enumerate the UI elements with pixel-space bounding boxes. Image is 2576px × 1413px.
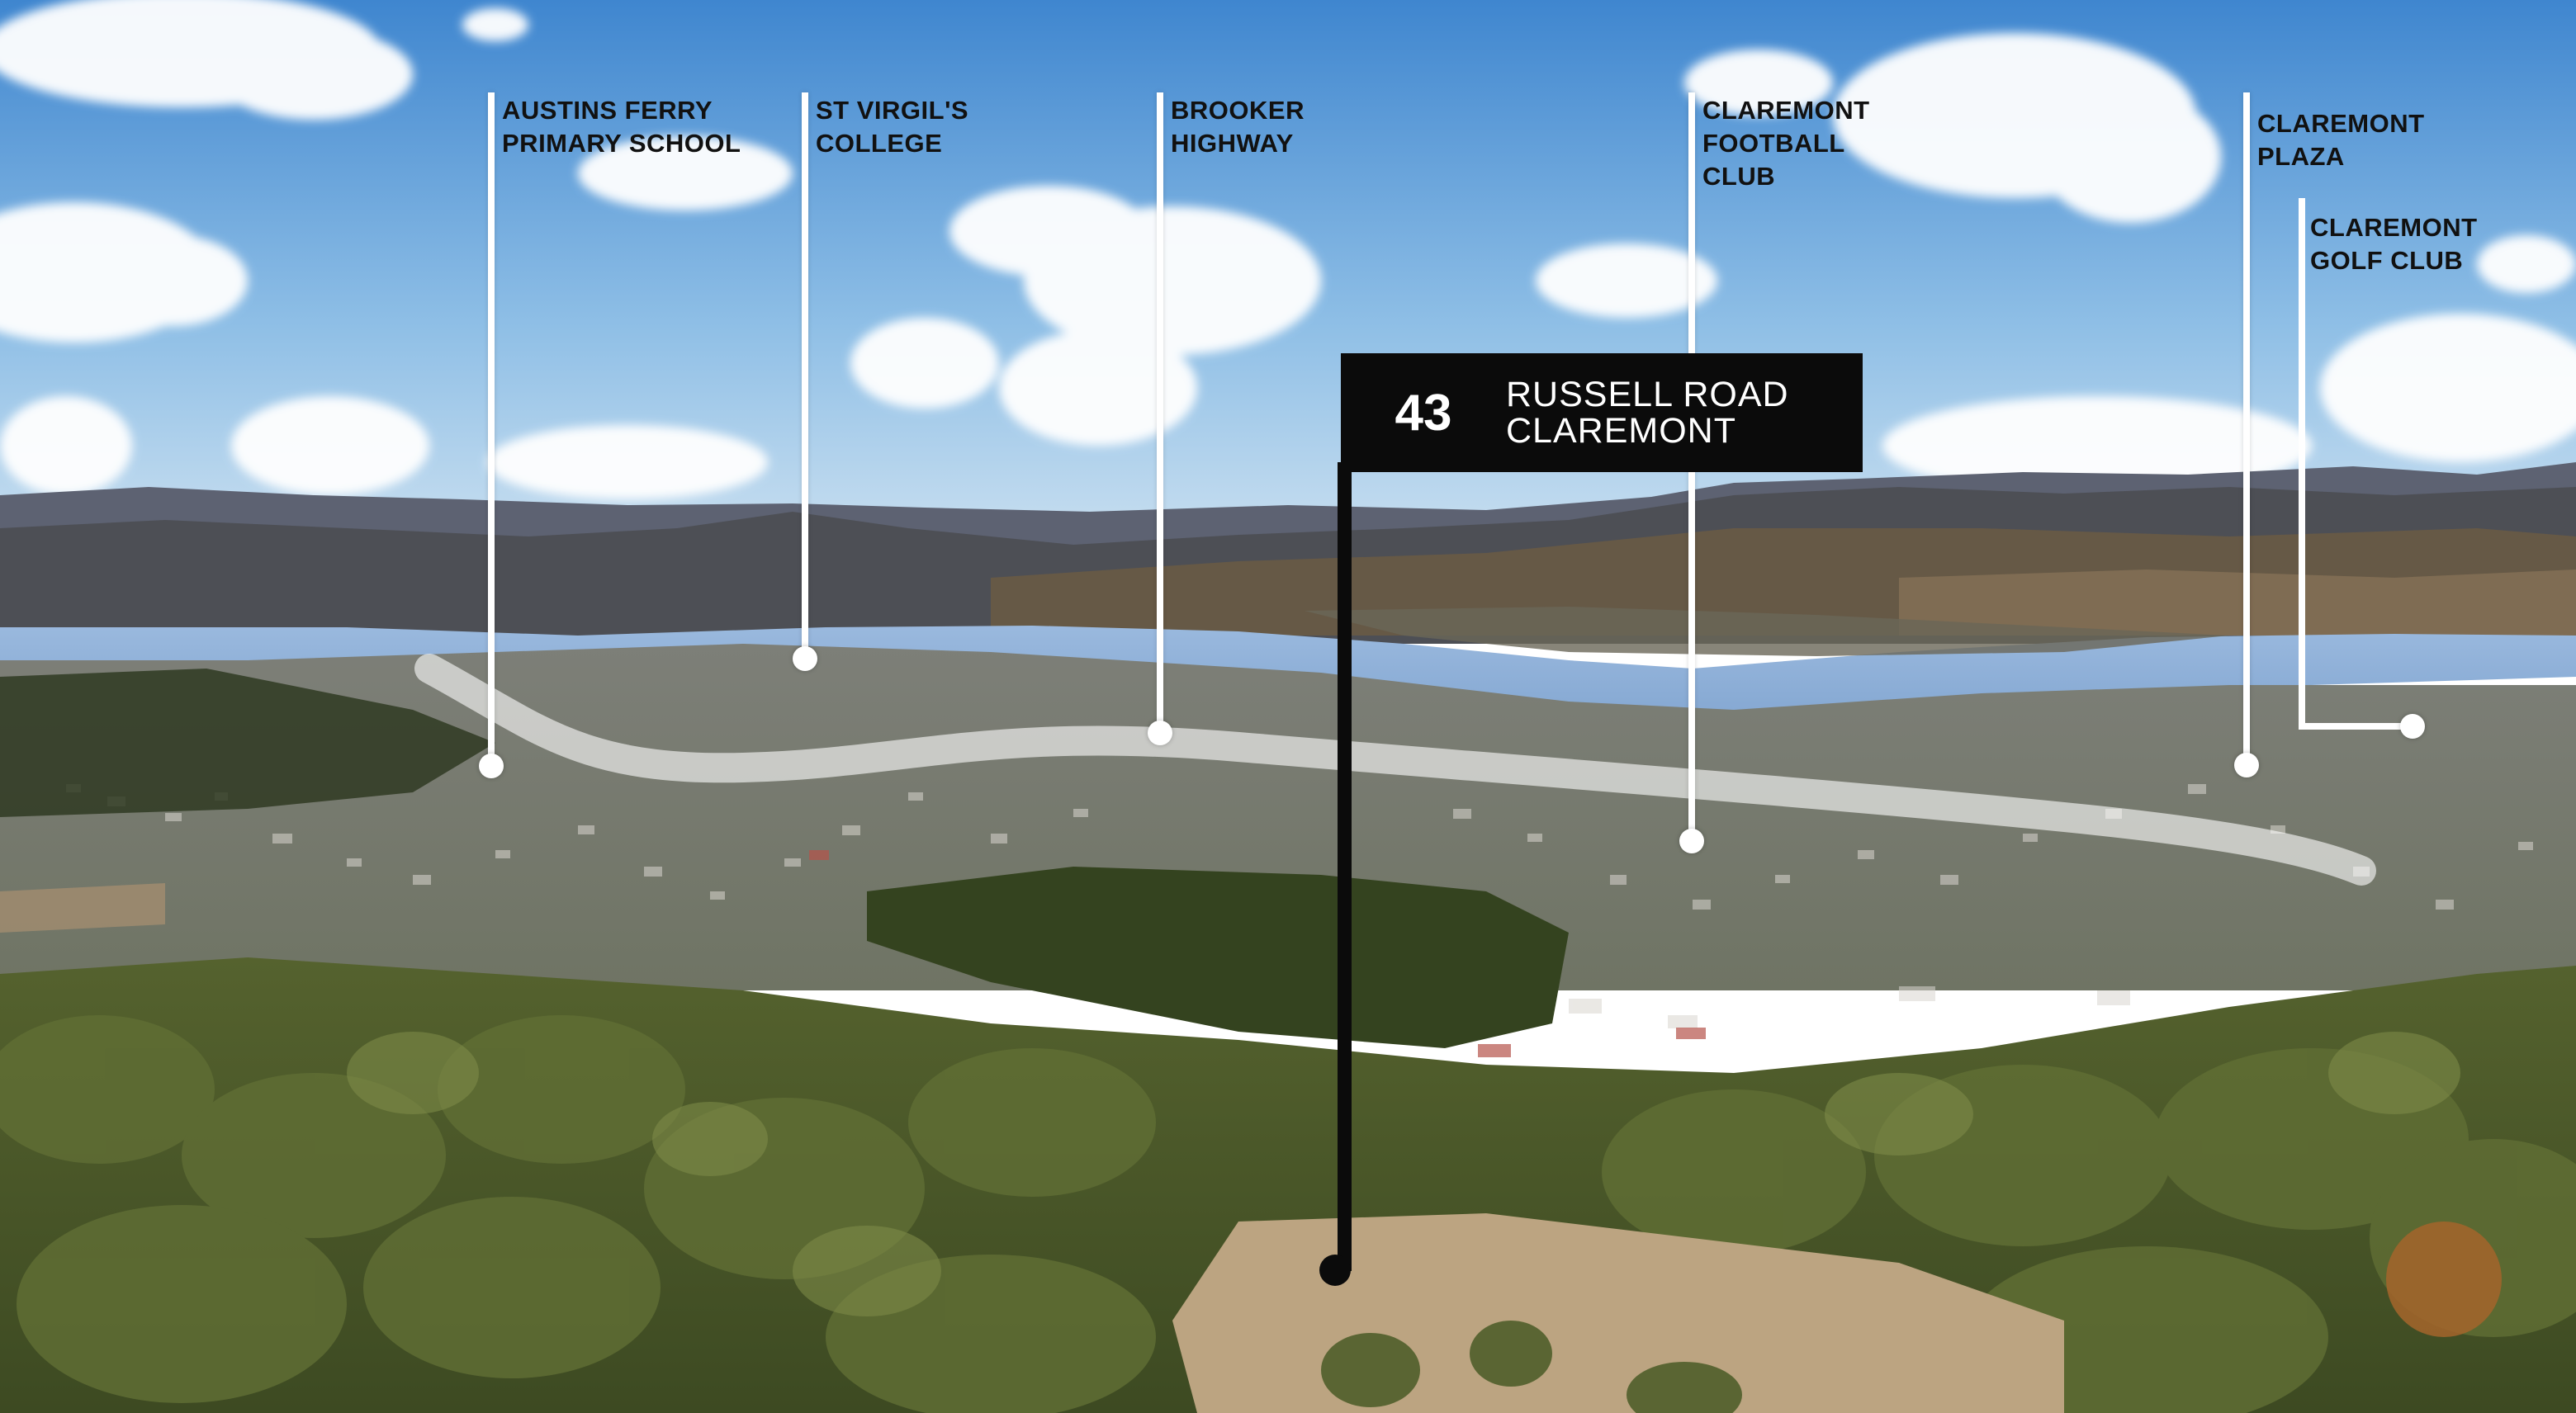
poi-label-golf-club: CLAREMONT GOLF CLUB <box>2310 213 2478 275</box>
poi-dot-football-club <box>1679 829 1704 853</box>
property-address-sign: 43 RUSSELL ROAD CLAREMONT <box>1341 353 1863 472</box>
property-marker-pole <box>1338 462 1352 1271</box>
property-suburb: CLAREMONT <box>1506 411 1736 451</box>
property-street: RUSSELL ROAD <box>1506 375 1789 414</box>
forest-knoll <box>867 867 1569 1048</box>
poi-label-football-club: CLAREMONT FOOTBALL CLUB <box>1702 96 1870 191</box>
highway-route-band <box>414 654 2376 886</box>
property-marker-dot <box>1319 1255 1351 1286</box>
poi-label-austins-ferry: AUSTINS FERRY PRIMARY SCHOOL <box>502 96 741 158</box>
property-street-number: 43 <box>1395 384 1452 442</box>
poi-dot-brooker-highway <box>1148 721 1172 745</box>
poi-pole-brooker-highway <box>1157 92 1163 730</box>
poi-label-claremont-plaza: CLAREMONT PLAZA <box>2257 109 2425 171</box>
poi-pole-claremont-plaza <box>2243 92 2250 763</box>
clouds <box>0 0 2576 499</box>
suburbs <box>0 644 2576 990</box>
property-address: RUSSELL ROAD CLAREMONT <box>1506 376 1789 449</box>
poi-dot-austins-ferry <box>479 754 504 778</box>
poi-dot-golf-club <box>2400 714 2425 739</box>
poi-dot-claremont-plaza <box>2234 753 2259 777</box>
poi-label-brooker-highway: BROOKER HIGHWAY <box>1171 96 1305 158</box>
poi-pole-st-virgils <box>802 92 808 650</box>
poi-pole-austins-ferry <box>488 92 495 763</box>
poi-label-st-virgils: ST VIRGIL'S COLLEGE <box>816 96 969 158</box>
poi-dot-st-virgils <box>793 646 817 671</box>
